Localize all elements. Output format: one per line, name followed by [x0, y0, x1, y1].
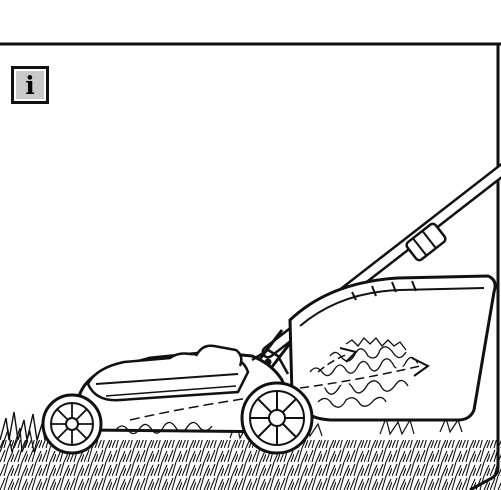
- info-icon: i: [16, 71, 44, 99]
- info-badge: i: [11, 66, 49, 104]
- front-wheel: [43, 395, 101, 453]
- rear-wheel: [242, 383, 312, 453]
- grass-catcher-bag: [290, 276, 495, 420]
